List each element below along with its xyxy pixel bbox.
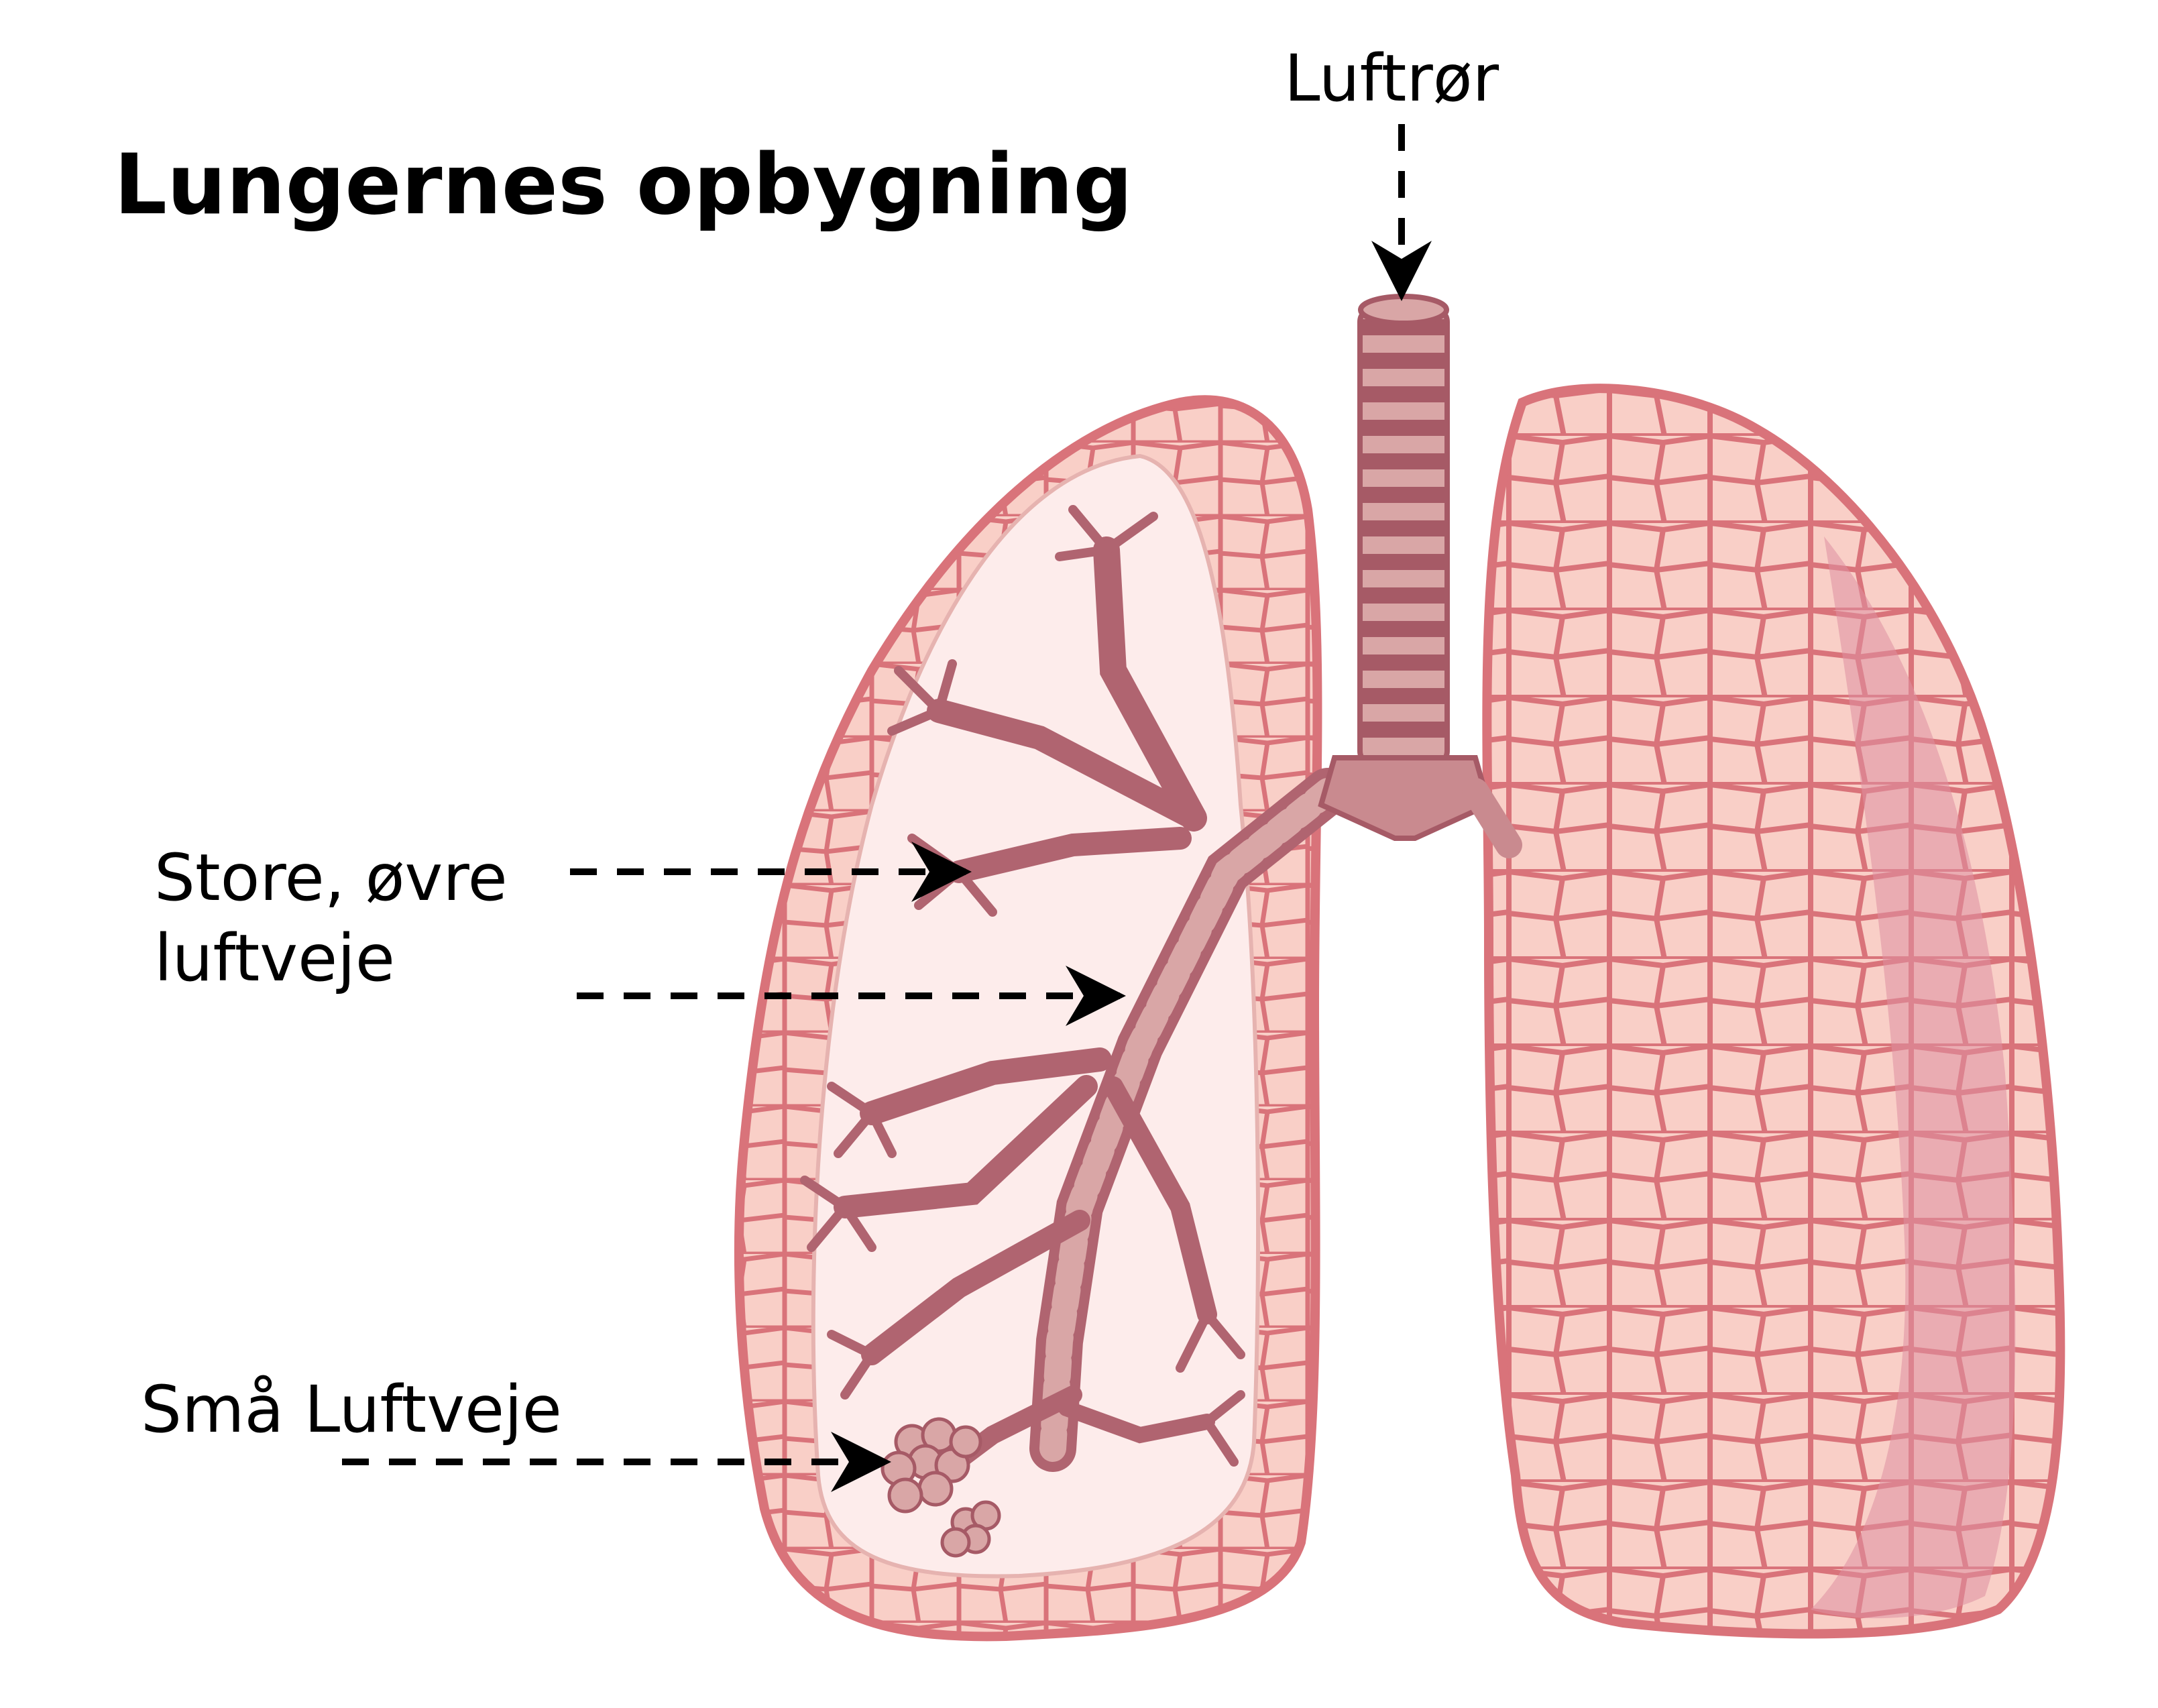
trachea-label: Luftrør [1284, 41, 1499, 116]
leader-arrows [342, 124, 1432, 1492]
right-lung [1482, 384, 2065, 1639]
large-upper-airways-label-line2: luftveje [154, 921, 395, 996]
small-airways-label: Små Luftveje [141, 1372, 562, 1447]
trachea [1318, 294, 1522, 858]
page-title: Lungernes opbygning [114, 137, 1133, 233]
large-upper-airways-label-line1: Store, øvre [154, 840, 508, 915]
